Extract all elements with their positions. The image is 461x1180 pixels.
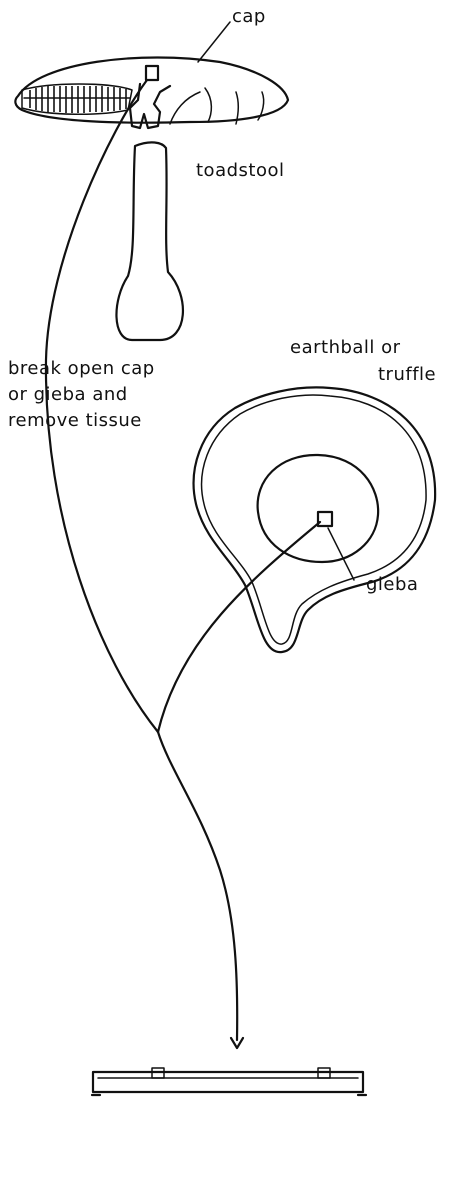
cap-hatched-tissue	[22, 84, 132, 114]
sampling-path	[46, 80, 320, 1048]
cap-label: cap	[232, 6, 266, 27]
gleba-sample-square	[318, 512, 332, 526]
earthball-outer-wall	[194, 387, 436, 652]
earthball-figure	[194, 387, 436, 652]
toadstool-stem	[116, 142, 182, 340]
cap-pointer	[198, 22, 230, 62]
path-from-cap	[46, 80, 158, 732]
cap-sample-square	[146, 66, 158, 80]
gleba	[258, 455, 379, 562]
path-to-dish	[158, 732, 237, 1040]
earthball-inner-wall	[202, 395, 426, 644]
instruction-line1: break open cap	[8, 358, 155, 379]
toadstool-figure	[15, 57, 288, 340]
gleba-label: gleba	[366, 574, 418, 595]
earthball-label-line1: earthball or	[290, 337, 401, 358]
path-from-gleba	[158, 522, 320, 732]
instruction-line3: remove tissue	[8, 410, 142, 431]
culture-dish	[92, 1068, 366, 1095]
instruction-line2: or gieba and	[8, 384, 128, 405]
toadstool-label: toadstool	[196, 160, 285, 181]
earthball-label-line2: truffle	[378, 364, 436, 385]
stem-top-fragment	[130, 84, 170, 128]
